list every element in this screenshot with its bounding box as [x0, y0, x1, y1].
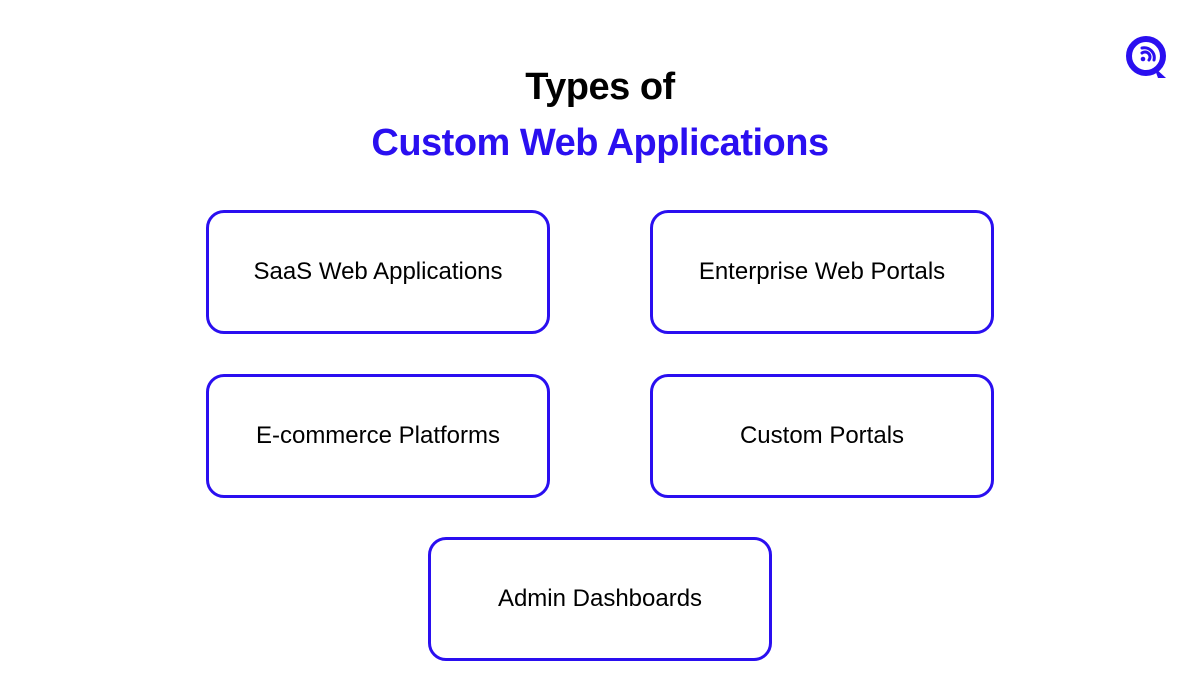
card-custom-portals: Custom Portals — [650, 374, 994, 498]
card-enterprise-web-portals: Enterprise Web Portals — [650, 210, 994, 334]
card-saas-web-applications: SaaS Web Applications — [206, 210, 550, 334]
card-label: Admin Dashboards — [497, 585, 703, 612]
card-label: Enterprise Web Portals — [698, 258, 946, 285]
card-admin-dashboards: Admin Dashboards — [428, 537, 772, 661]
card-label: Custom Portals — [739, 422, 905, 449]
page-subtitle: Custom Web Applications — [371, 122, 829, 164]
brand-logo-icon — [1124, 34, 1172, 82]
card-e-commerce-platforms: E-commerce Platforms — [206, 374, 550, 498]
card-label: SaaS Web Applications — [253, 258, 503, 285]
page-title: Types of — [525, 66, 675, 108]
card-label: E-commerce Platforms — [255, 422, 501, 449]
